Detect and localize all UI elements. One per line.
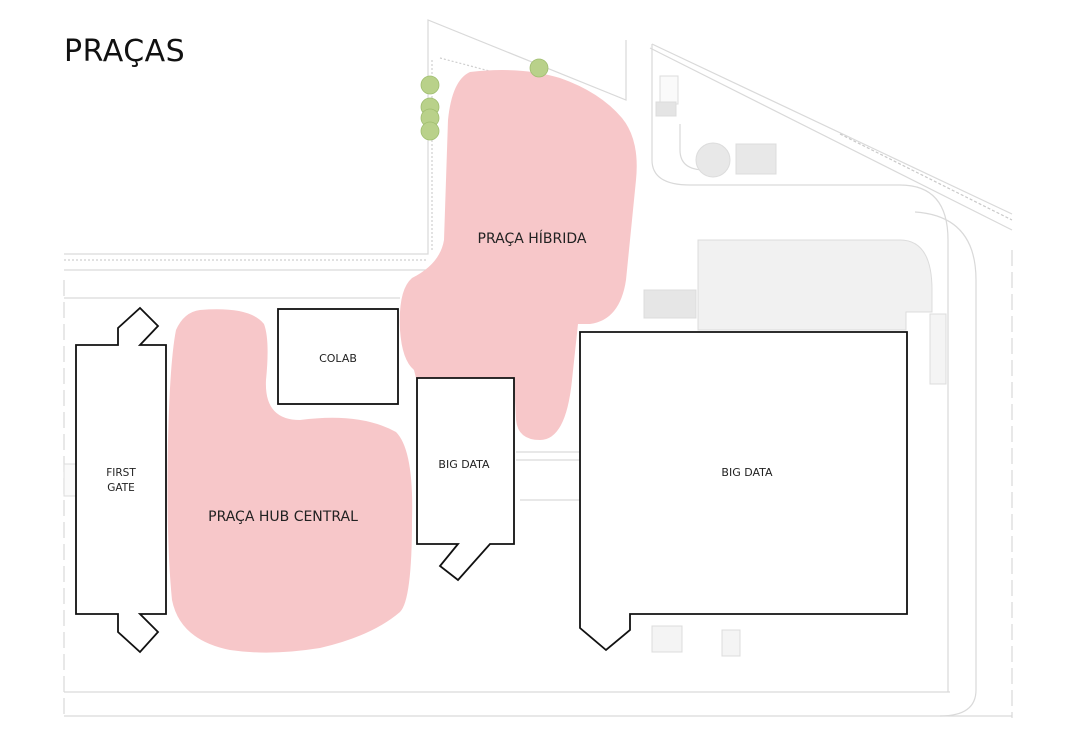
first-gate-label-line2: GATE bbox=[107, 482, 135, 494]
praca-hibrida-label: PRAÇA HÍBRIDA bbox=[478, 230, 587, 247]
first-gate-label-line1: FIRST bbox=[106, 467, 136, 479]
building-first-gate[interactable] bbox=[75, 306, 167, 654]
tree-icon bbox=[420, 121, 440, 141]
neighbor-buildings bbox=[63, 75, 947, 657]
big-data-large-label: BIG DATA bbox=[721, 466, 773, 479]
big-data-small-label: BIG DATA bbox=[438, 458, 490, 471]
trees bbox=[420, 58, 549, 141]
main-buildings bbox=[75, 306, 908, 654]
building-colab[interactable] bbox=[277, 308, 399, 405]
colab-label: COLAB bbox=[319, 352, 357, 365]
tree-icon bbox=[420, 75, 440, 95]
tree-icon bbox=[529, 58, 549, 78]
praca-hibrida-area[interactable] bbox=[399, 70, 637, 440]
praca-hub-central-label: PRAÇA HUB CENTRAL bbox=[208, 509, 358, 525]
building-big-data-small[interactable] bbox=[416, 377, 515, 582]
labels: PRAÇA HÍBRIDA PRAÇA HUB CENTRAL FIRST GA… bbox=[106, 230, 773, 525]
praca-hub-central-area[interactable] bbox=[167, 309, 413, 653]
page-title: PRAÇAS bbox=[64, 34, 186, 69]
building-big-data-large[interactable] bbox=[579, 331, 908, 652]
plazas-layer bbox=[167, 70, 637, 653]
